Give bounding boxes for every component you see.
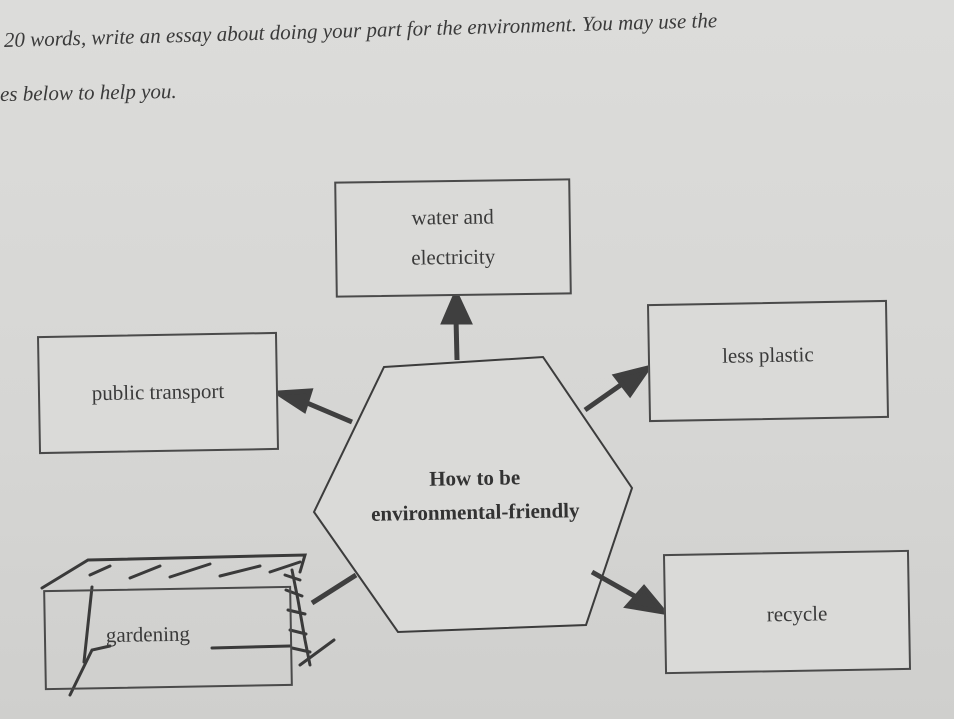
node-recycle: recycle (662, 549, 912, 675)
center-line1: How to be (428, 465, 521, 491)
arrow-to-left (299, 397, 353, 425)
node-gardening: gardening (43, 585, 293, 691)
node-right-label: less plastic (721, 342, 814, 368)
arrow-to-top (453, 317, 460, 361)
arrow-to-bottom-left (310, 572, 358, 606)
node-water-electricity: water and electricity (334, 178, 572, 298)
node-bottom-left-label: gardening (105, 621, 191, 648)
center-hexagon (312, 355, 634, 634)
node-public-transport: public transport (36, 331, 280, 455)
node-bottom-right-label: recycle (766, 601, 828, 627)
node-top-line2: electricity (411, 244, 496, 270)
arrow-to-right (583, 379, 627, 413)
node-left-label: public transport (91, 378, 225, 406)
arrow-to-bottom-right (590, 569, 640, 601)
node-less-plastic: less plastic (646, 299, 890, 423)
hand-drawn-scribble (40, 553, 336, 697)
center-line2: environmental-friendly (370, 497, 580, 526)
node-top-line1: water and (411, 204, 494, 230)
center-label: How to be environmental-friendly (329, 459, 620, 531)
